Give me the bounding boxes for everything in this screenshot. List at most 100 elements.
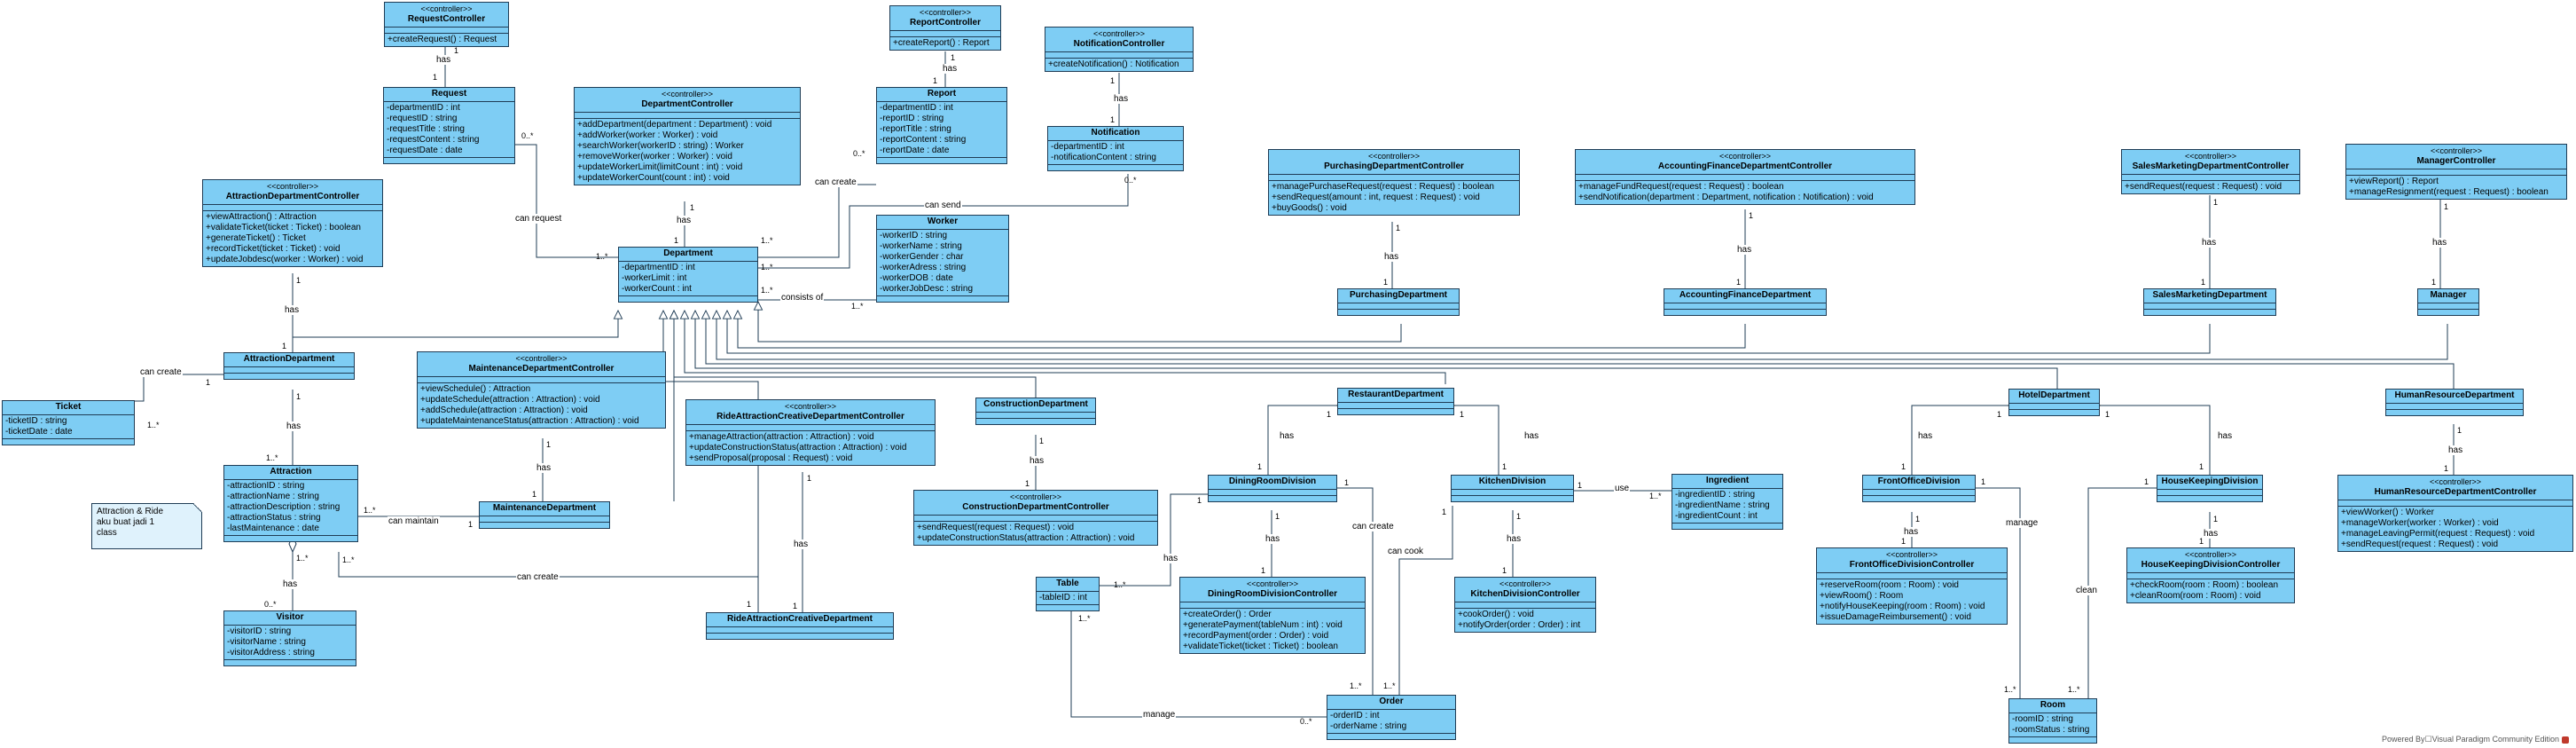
- class-construction-department[interactable]: ConstructionDepartment: [975, 398, 1096, 425]
- class-operations: [1664, 310, 1826, 315]
- class-operations: [1863, 496, 1975, 501]
- class-header: MaintenanceDepartment: [480, 502, 609, 516]
- class-accounting-finance-department[interactable]: AccountingFinanceDepartment: [1664, 288, 1827, 316]
- class-house-keeping-division-controller[interactable]: <<controller>>HouseKeepingDivisionContro…: [2126, 547, 2295, 603]
- class-request-controller[interactable]: <<controller>>RequestController+createRe…: [384, 2, 509, 47]
- class-ingredient[interactable]: Ingredient-ingredientID : string-ingredi…: [1672, 474, 1783, 530]
- class-operations: [877, 296, 1008, 302]
- class-visitor[interactable]: Visitor-visitorID : string-visitorName :…: [223, 610, 356, 666]
- class-name: Table: [1056, 579, 1079, 588]
- class-operation: +createOrder() : Order: [1183, 610, 1272, 619]
- class-department-controller[interactable]: <<controller>>DepartmentController+addDe…: [574, 87, 801, 185]
- class-name: HumanResourceDepartmentController: [2374, 487, 2537, 497]
- class-manager-controller[interactable]: <<controller>>ManagerController+viewRepo…: [2345, 144, 2567, 200]
- class-attribute: -orderName : string: [1330, 721, 1407, 731]
- class-restaurant-department[interactable]: RestaurantDepartment: [1337, 388, 1454, 415]
- class-operations: [2157, 496, 2262, 501]
- class-attributes: [1576, 175, 1914, 181]
- class-name: Report: [927, 89, 957, 98]
- class-room[interactable]: Room-roomID : string-roomStatus : string: [2008, 698, 2097, 744]
- class-human-resource-department[interactable]: HumanResourceDepartment: [2385, 389, 2524, 416]
- class-operation: +checkRoom(room : Room) : boolean: [2130, 580, 2279, 590]
- class-report-controller[interactable]: <<controller>>ReportController+createRep…: [889, 5, 1001, 51]
- class-hotel-department[interactable]: HotelDepartment: [2008, 389, 2100, 416]
- class-attributes: [480, 516, 609, 523]
- class-maintenance-department[interactable]: MaintenanceDepartment: [479, 501, 610, 529]
- wire-kitchen-order: [1398, 506, 1453, 695]
- class-department[interactable]: Department-departmentID : int-workerLimi…: [618, 247, 758, 303]
- class-notification-controller[interactable]: <<controller>>NotificationController+cre…: [1045, 27, 1194, 72]
- class-operations: +viewWorker() : Worker+manageWorker(work…: [2338, 507, 2572, 551]
- class-manager[interactable]: Manager: [2417, 288, 2479, 316]
- class-operations: [1452, 496, 1573, 501]
- class-notification[interactable]: Notification-departmentID : int-notifica…: [1047, 126, 1184, 171]
- class-house-keeping-division[interactable]: HouseKeepingDivision: [2157, 475, 2263, 502]
- class-worker[interactable]: Worker-workerID : string-workerName : st…: [876, 215, 1009, 303]
- class-construction-department-controller[interactable]: <<controller>>ConstructionDepartmentCont…: [913, 490, 1158, 546]
- class-attraction-department-controller[interactable]: <<controller>>AttractionDepartmentContro…: [202, 179, 383, 267]
- class-attraction[interactable]: Attraction-attractionID : string-attract…: [223, 465, 358, 542]
- inherit-accounting-dept: [738, 311, 1746, 349]
- class-kitchen-division[interactable]: KitchenDivision: [1451, 475, 1574, 502]
- class-kitchen-division-controller[interactable]: <<controller>>KitchenDivisionController+…: [1454, 577, 1596, 633]
- class-stereotype: <<controller>>: [266, 182, 319, 191]
- class-attribute: -departmentID : int: [880, 103, 953, 113]
- class-operation: +manageWorker(worker : Worker) : void: [2341, 518, 2499, 528]
- class-operation: +viewRoom() : Room: [1820, 591, 1904, 601]
- class-name: DiningRoomDivisionController: [1207, 589, 1338, 599]
- class-name: AccountingFinanceDepartment: [1679, 290, 1812, 300]
- class-dining-room-division[interactable]: DiningRoomDivision: [1208, 475, 1337, 502]
- wire-restaurant-kitchen: [1454, 405, 1499, 475]
- class-purchasing-department-controller[interactable]: <<controller>>PurchasingDepartmentContro…: [1268, 149, 1520, 216]
- class-attribute: -roomID : string: [2012, 714, 2073, 724]
- class-request[interactable]: Request-departmentID : int-requestID : s…: [383, 87, 515, 164]
- wire-restaurant-dining: [1267, 405, 1337, 475]
- class-operation: +manageResignment(request : Request) : b…: [2349, 187, 2549, 197]
- multiplicity: 1: [1261, 566, 1266, 575]
- class-operations: +reserveRoom(room : Room) : void+viewRoo…: [1817, 579, 2007, 624]
- class-name: Notification: [1091, 128, 1140, 138]
- class-dining-room-division-controller[interactable]: <<controller>>DiningRoomDivisionControll…: [1179, 577, 1366, 654]
- class-ticket[interactable]: Ticket-ticketID : string-ticketDate : da…: [2, 400, 135, 445]
- class-header: Department: [619, 248, 757, 262]
- class-operations: +managePurchaseRequest(request : Request…: [1269, 181, 1519, 215]
- class-order[interactable]: Order-orderID : int-orderName : string: [1327, 695, 1456, 740]
- class-ride-attraction-creative-department-controller[interactable]: <<controller>>RideAttractionCreativeDepa…: [685, 399, 936, 466]
- class-attribute: -workerGender : char: [880, 252, 964, 262]
- class-attributes: [575, 113, 800, 119]
- class-human-resource-department-controller[interactable]: <<controller>>HumanResourceDepartmentCon…: [2337, 475, 2573, 552]
- class-table[interactable]: Table-tableID : int: [1036, 577, 1100, 611]
- class-front-office-division-controller[interactable]: <<controller>>FrontOfficeDivisionControl…: [1816, 547, 2008, 625]
- class-sales-marketing-department-controller[interactable]: <<controller>>SalesMarketingDepartmentCo…: [2121, 149, 2300, 194]
- multiplicity: 1..*: [1114, 580, 1126, 589]
- class-operations: +cookOrder() : void+notifyOrder(order : …: [1455, 609, 1595, 632]
- multiplicity: 0..*: [853, 149, 865, 158]
- class-accounting-finance-department-controller[interactable]: <<controller>>AccountingFinanceDepartmen…: [1575, 149, 1915, 205]
- class-operations: +manageFundRequest(request : Request) : …: [1576, 181, 1914, 204]
- label-can-send: can send: [924, 201, 962, 210]
- class-ride-attraction-creative-department[interactable]: RideAttractionCreativeDepartment: [706, 612, 894, 640]
- class-stereotype: <<controller>>: [1246, 579, 1299, 588]
- class-report[interactable]: Report-departmentID : int-reportID : str…: [876, 87, 1007, 164]
- class-attribute: -reportDate : date: [880, 146, 950, 155]
- multiplicity: 1: [296, 276, 301, 285]
- class-attribute: -visitorID : string: [227, 626, 292, 636]
- class-header: DiningRoomDivision: [1209, 476, 1336, 490]
- class-operations: [619, 296, 757, 302]
- label-has: has: [1736, 245, 1753, 255]
- class-attribute: -reportTitle : string: [880, 124, 951, 134]
- class-sales-marketing-department[interactable]: SalesMarketingDepartment: [2143, 288, 2276, 316]
- multiplicity: 1: [1578, 481, 1583, 490]
- class-purchasing-department[interactable]: PurchasingDepartment: [1337, 288, 1460, 316]
- label-has: has: [536, 463, 552, 473]
- class-header: Ticket: [3, 401, 134, 415]
- class-operation: +updateWorkerCount(count : int) : void: [577, 173, 730, 183]
- class-attraction-department[interactable]: AttractionDepartment: [223, 352, 355, 380]
- class-operations: [2009, 737, 2096, 743]
- multiplicity: 1: [2105, 410, 2110, 419]
- multiplicity: 1: [454, 46, 459, 55]
- class-maintenance-department-controller[interactable]: <<controller>>MaintenanceDepartmentContr…: [417, 351, 666, 429]
- class-operations: +sendRequest(request : Request) : void+u…: [914, 522, 1157, 545]
- class-name: AccountingFinanceDepartmentController: [1657, 161, 1833, 171]
- class-front-office-division[interactable]: FrontOfficeDivision: [1862, 475, 1976, 502]
